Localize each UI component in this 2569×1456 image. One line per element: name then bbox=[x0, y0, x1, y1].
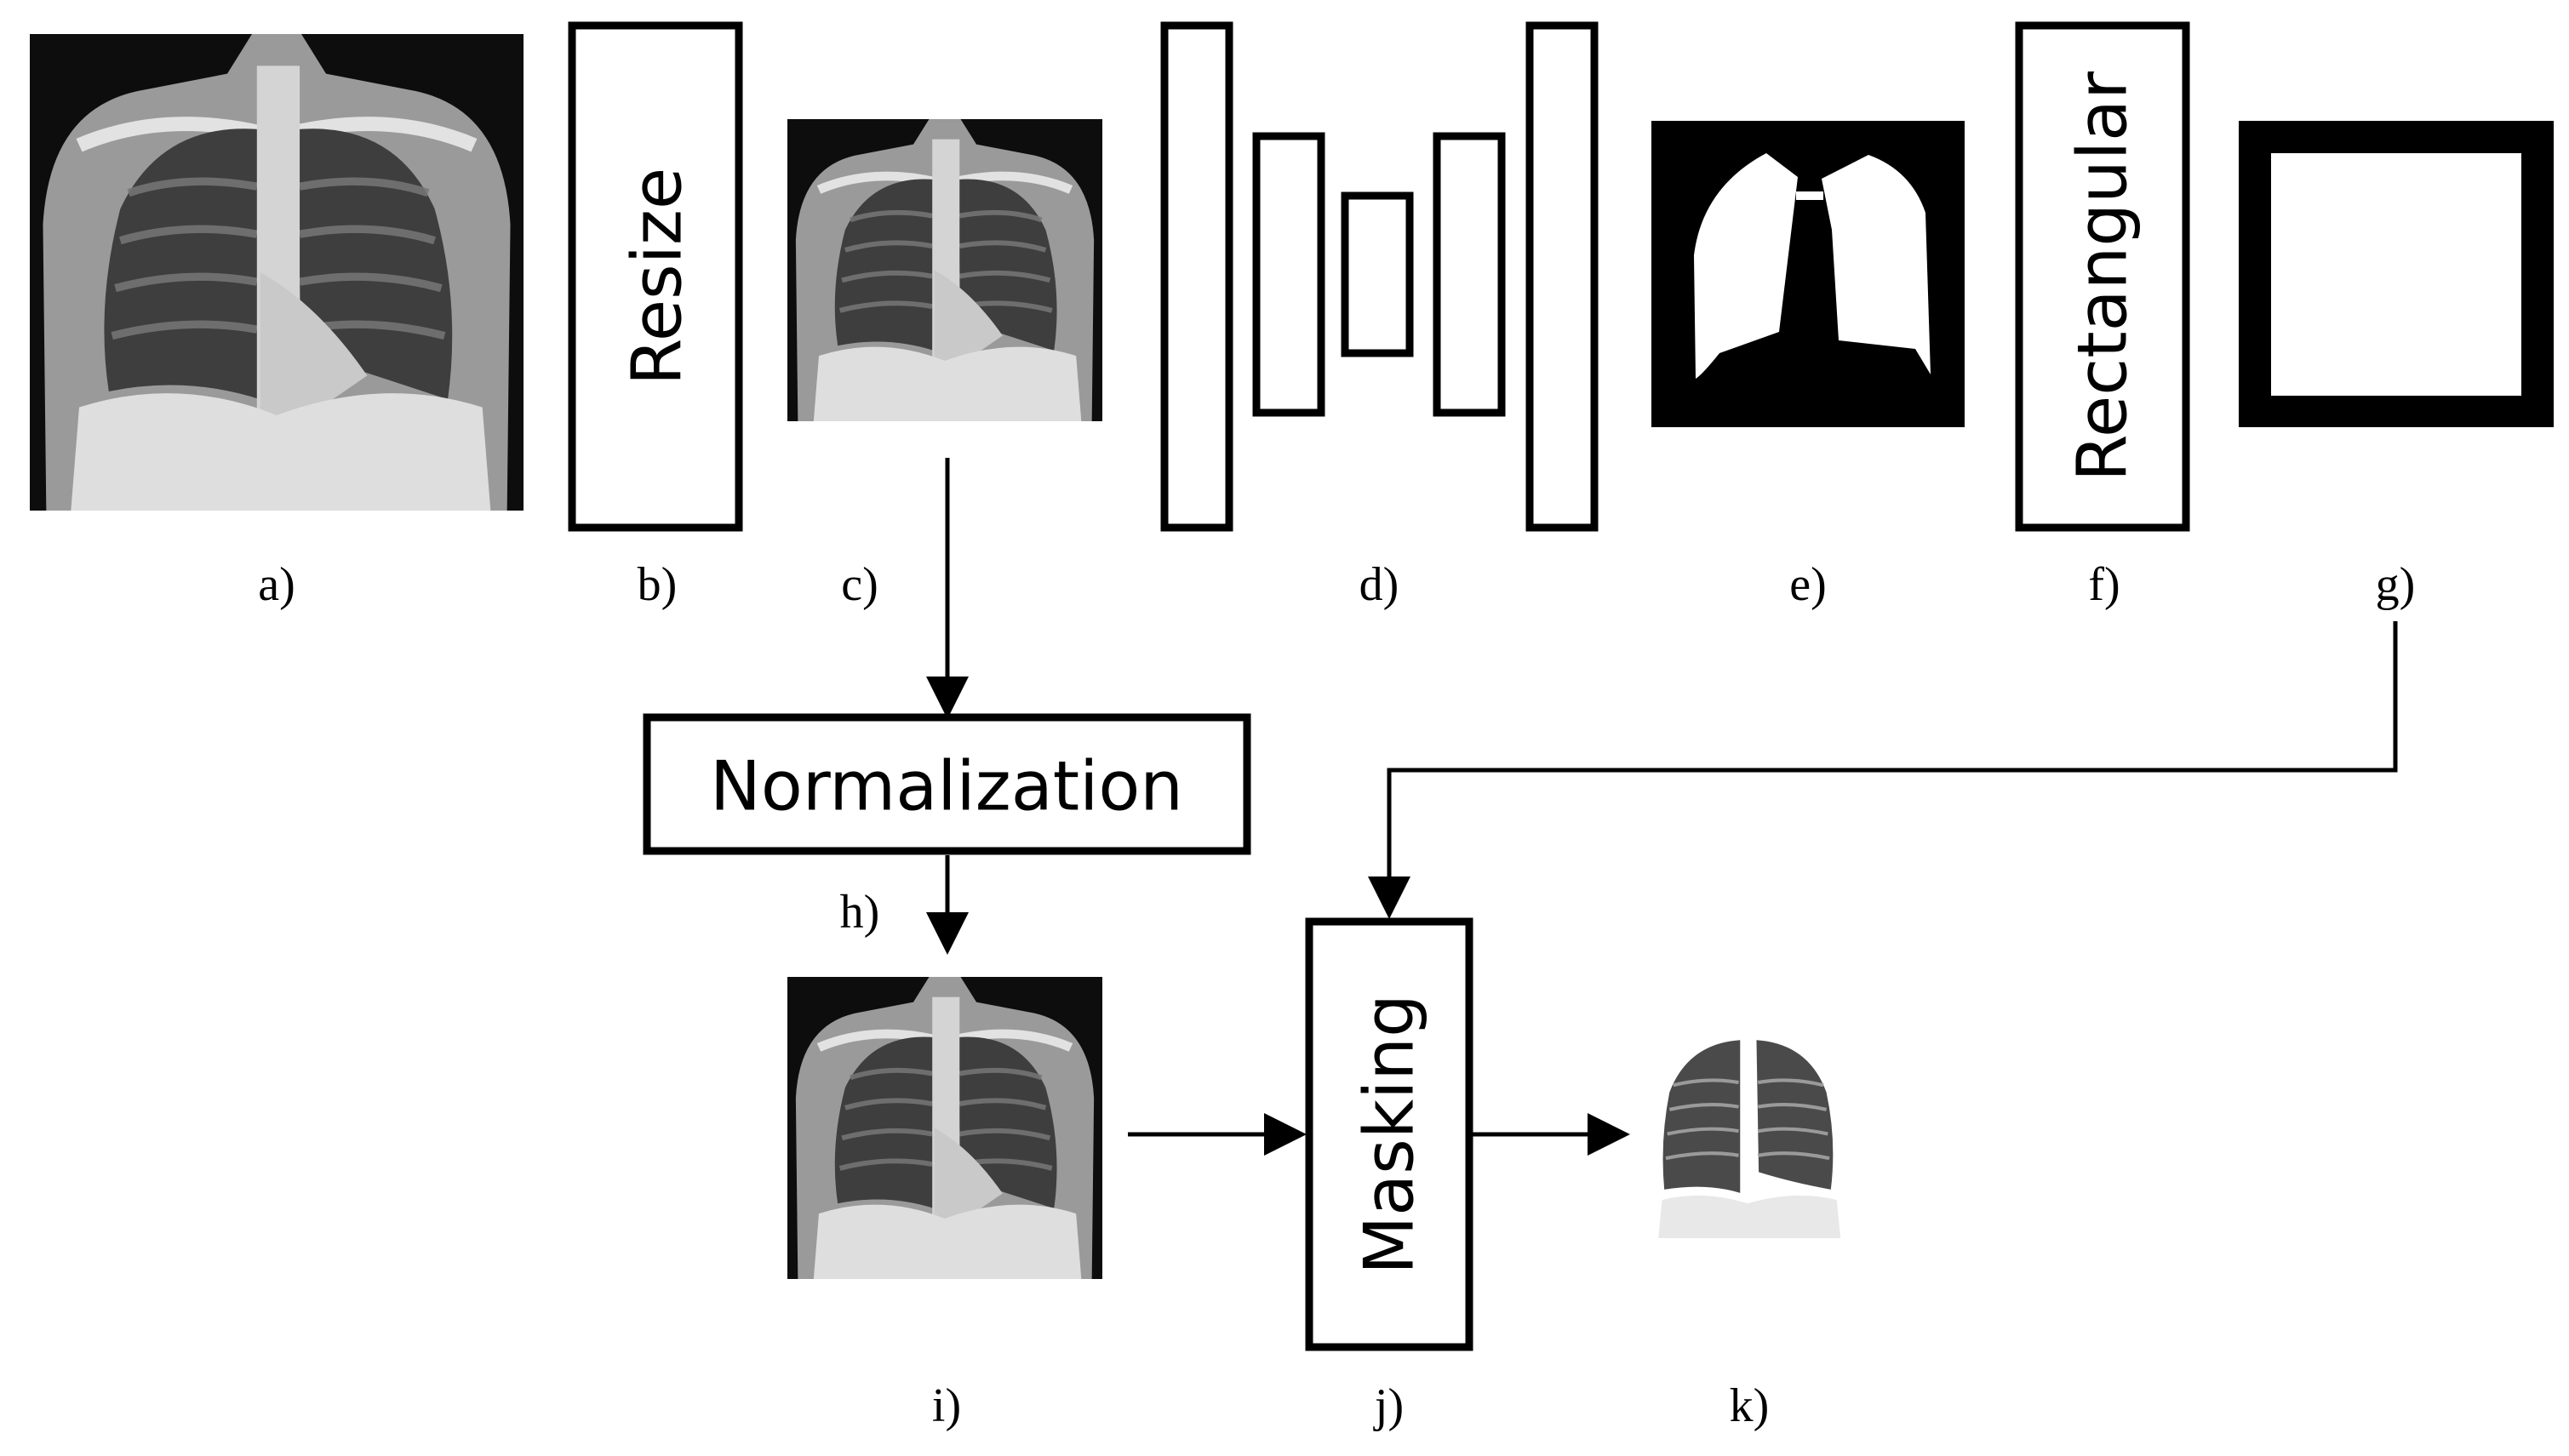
normalization-label: Normalization bbox=[710, 747, 1183, 826]
masking-label: Masking bbox=[1350, 994, 1429, 1275]
caption-i: i) bbox=[932, 1379, 961, 1432]
unet-layer-1 bbox=[1160, 21, 1233, 532]
xray-masked-output-image bbox=[1636, 1030, 1859, 1238]
xray-original-image bbox=[30, 34, 524, 511]
unet-layer-2 bbox=[1252, 132, 1325, 417]
lung-mask-image bbox=[1651, 121, 1965, 427]
caption-e: e) bbox=[1789, 558, 1827, 611]
rectangular-mask-image bbox=[2239, 121, 2554, 427]
caption-d: d) bbox=[1359, 558, 1399, 611]
normalization-step: Normalization bbox=[643, 713, 1251, 855]
unet-model bbox=[1160, 21, 1599, 532]
caption-b: b) bbox=[638, 558, 678, 611]
resize-label: Resize bbox=[618, 168, 697, 385]
caption-j: j) bbox=[1373, 1379, 1404, 1432]
masking-step: Masking bbox=[1305, 917, 1473, 1351]
caption-g: g) bbox=[2376, 558, 2416, 611]
caption-f: f) bbox=[2088, 558, 2120, 611]
xray-resized-image bbox=[787, 119, 1102, 421]
caption-c: c) bbox=[841, 558, 878, 611]
caption-h: h) bbox=[840, 886, 880, 939]
unet-layer-4 bbox=[1433, 132, 1506, 417]
arrow-g-to-masking bbox=[1368, 621, 2398, 919]
rectangular-label: Rectangular bbox=[2063, 71, 2143, 482]
unet-layer-5 bbox=[1525, 21, 1599, 532]
caption-k: k) bbox=[1730, 1379, 1770, 1432]
rectangular-step: Rectangular bbox=[2015, 21, 2190, 532]
caption-a: a) bbox=[258, 558, 295, 611]
resize-step: Resize bbox=[568, 21, 743, 532]
unet-bottleneck bbox=[1341, 191, 1414, 357]
xray-normalized-image bbox=[787, 977, 1102, 1279]
